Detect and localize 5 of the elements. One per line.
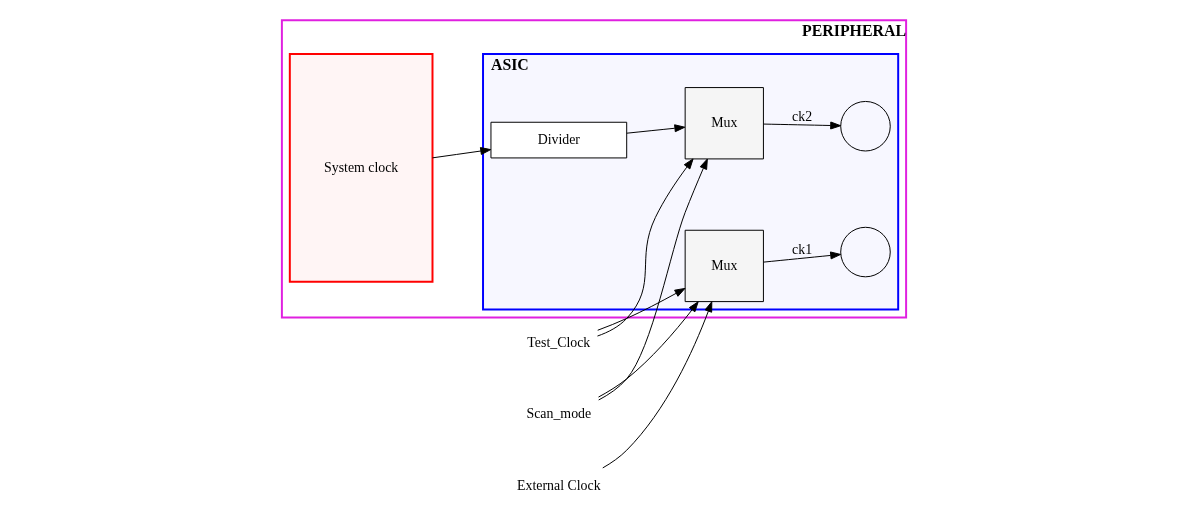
node-text: Scan_mode	[526, 406, 592, 422]
edge-label: ck2	[792, 109, 813, 125]
edge-label: ck1	[792, 242, 813, 258]
node-text: Test_Clock	[527, 334, 591, 350]
node-text: External Clock	[517, 477, 601, 493]
